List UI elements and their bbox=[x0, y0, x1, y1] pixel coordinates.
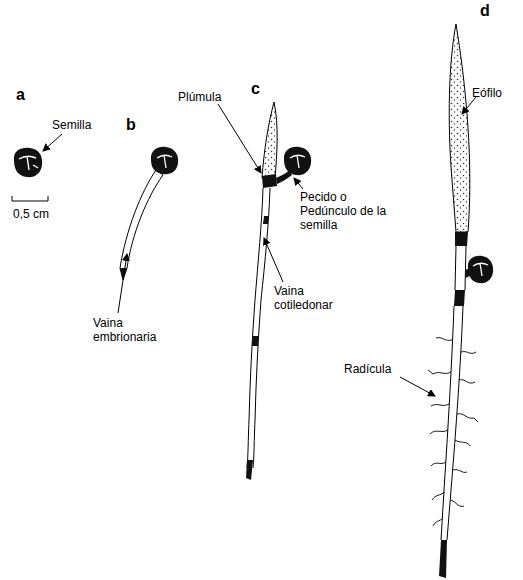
stage-letter: d bbox=[480, 2, 490, 20]
leader-lines bbox=[43, 97, 476, 396]
part-label: Pecido o Pedúnculo de la semilla bbox=[300, 190, 400, 232]
part-label: Vaina cotiledonar bbox=[274, 284, 346, 312]
dimension-label: 0,5 cm bbox=[13, 207, 49, 221]
stage-letter: a bbox=[16, 86, 25, 104]
seed-a bbox=[14, 148, 42, 177]
part-label: Semilla bbox=[52, 118, 91, 132]
part-label: Vaina embrionaria bbox=[93, 316, 165, 344]
stage-letter: c bbox=[251, 80, 260, 98]
seedling-d bbox=[428, 24, 493, 578]
stage-letter: b bbox=[126, 116, 136, 134]
part-label: Radícula bbox=[344, 362, 391, 376]
scale-bar bbox=[12, 196, 48, 201]
part-label: Plúmula bbox=[178, 90, 221, 104]
seedling-b bbox=[120, 147, 178, 280]
part-label: Eófilo bbox=[472, 86, 502, 100]
